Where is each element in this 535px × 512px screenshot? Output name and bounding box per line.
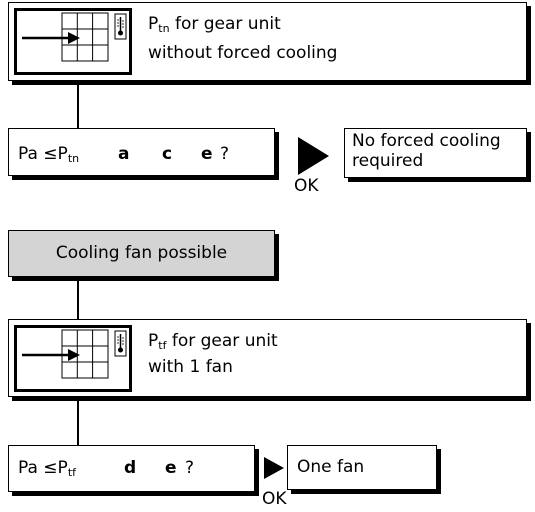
block1-title-sub: tn <box>158 22 170 35</box>
check2-pa: Pa ≤P <box>18 458 68 478</box>
fan-possible-label: Cooling fan possible <box>55 243 228 263</box>
check1-box <box>8 128 275 176</box>
ok-label-2: OK <box>262 489 287 509</box>
result1-line1: No forced cooling <box>352 131 501 151</box>
block2-line2: with 1 fan <box>148 357 233 377</box>
check1-question: ? <box>220 144 230 164</box>
result1-line2: required <box>352 151 424 171</box>
check1-condition: Pa ≤Ptn <box>18 143 79 165</box>
connector-1 <box>77 85 79 128</box>
ok-arrow-1 <box>298 137 329 175</box>
check2-sub: tf <box>67 466 76 479</box>
result2-label: One fan <box>297 457 365 477</box>
check1-pa: Pa ≤P <box>18 144 68 164</box>
check1-letter-e: e <box>201 144 213 164</box>
thermometer-icon <box>114 13 127 40</box>
check2-question: ? <box>185 458 195 478</box>
connector-2 <box>77 281 79 319</box>
gear-grid-icon-2 <box>22 329 109 379</box>
check2-letter-e: e <box>165 458 177 478</box>
block1-title: Ptn for gear unit <box>148 13 281 35</box>
block2-title: Ptf for gear unit <box>148 330 278 352</box>
fan-possible-box <box>8 230 275 277</box>
block2-title-sub: tf <box>158 339 167 352</box>
block1-title-p: P <box>148 14 159 34</box>
result1-box <box>344 128 527 178</box>
check1-sub: tn <box>67 152 80 165</box>
gear-grid-icon <box>22 12 109 62</box>
check2-box <box>8 445 255 492</box>
check2-condition: Pa ≤Ptf <box>18 457 76 479</box>
ok-arrow-2 <box>264 457 284 479</box>
block2-title-rest: for gear unit <box>166 331 278 351</box>
thermometer-icon-2 <box>114 330 127 357</box>
block1-line2: without forced cooling <box>148 43 338 63</box>
result2-box <box>287 445 437 490</box>
block1-title-rest: for gear unit <box>169 14 281 34</box>
check2-letter-d: d <box>124 458 137 478</box>
check1-letter-c: c <box>162 144 173 164</box>
connector-3 <box>77 401 79 445</box>
block2-title-p: P <box>148 331 159 351</box>
check1-letter-a: a <box>118 144 130 164</box>
ok-label-1: OK <box>294 176 319 196</box>
